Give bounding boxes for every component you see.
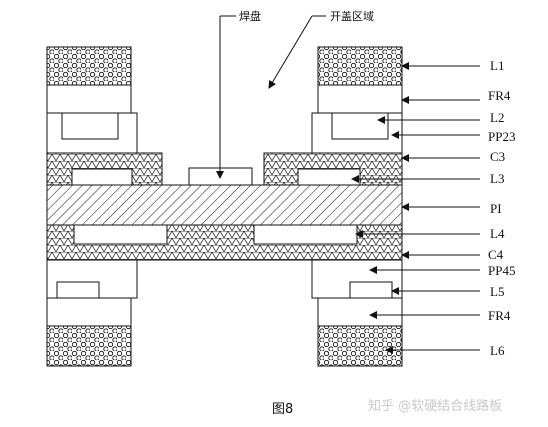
layer-l6-right (317, 325, 403, 367)
layer-label-l5: L5 (490, 284, 504, 299)
layer-label-l2: L2 (490, 110, 504, 125)
trace-l4-left (73, 224, 168, 245)
opening-region-arrow (268, 15, 313, 89)
layer-fr4-bottom-left (46, 297, 132, 327)
layer-pi-core (46, 184, 403, 226)
trace-l5-left (56, 281, 100, 299)
layer-l1-right (317, 46, 403, 86)
layer-label-pi: PI (490, 201, 502, 216)
layer-l6-left (46, 325, 132, 367)
opening-region-annotation: 开盖区域 (330, 9, 374, 23)
layer-fr4-bottom-right (317, 297, 403, 327)
trace-l2-right (331, 112, 389, 140)
layer-label-fr4: FR4 (488, 88, 511, 103)
layer-fr4-top-left (46, 84, 132, 114)
layer-label-pp23: PP23 (488, 129, 515, 144)
pad-annotation: 焊盘 (239, 9, 261, 23)
layer-label-l4: L4 (490, 226, 505, 241)
layer-label-c3: C3 (490, 149, 505, 164)
trace-l3-right (297, 168, 361, 186)
trace-l2-left (61, 112, 119, 140)
layer-label-l6: L6 (490, 343, 505, 358)
layer-fr4-top-right (317, 84, 403, 114)
watermark: 知乎 @软硬结合线路板 (368, 398, 502, 414)
trace-l3-left (71, 168, 133, 186)
layer-label-pp45: PP45 (488, 263, 515, 278)
trace-l4-right (253, 224, 358, 245)
layer-label-l3: L3 (490, 171, 504, 186)
figure-caption: 图8 (272, 402, 293, 417)
layer-l1-left (46, 46, 132, 86)
layer-label-c4: C4 (488, 247, 504, 262)
trace-l5-right (349, 281, 393, 299)
layer-label-fr4: FR4 (488, 308, 511, 323)
layer-label-l1: L1 (490, 58, 504, 73)
